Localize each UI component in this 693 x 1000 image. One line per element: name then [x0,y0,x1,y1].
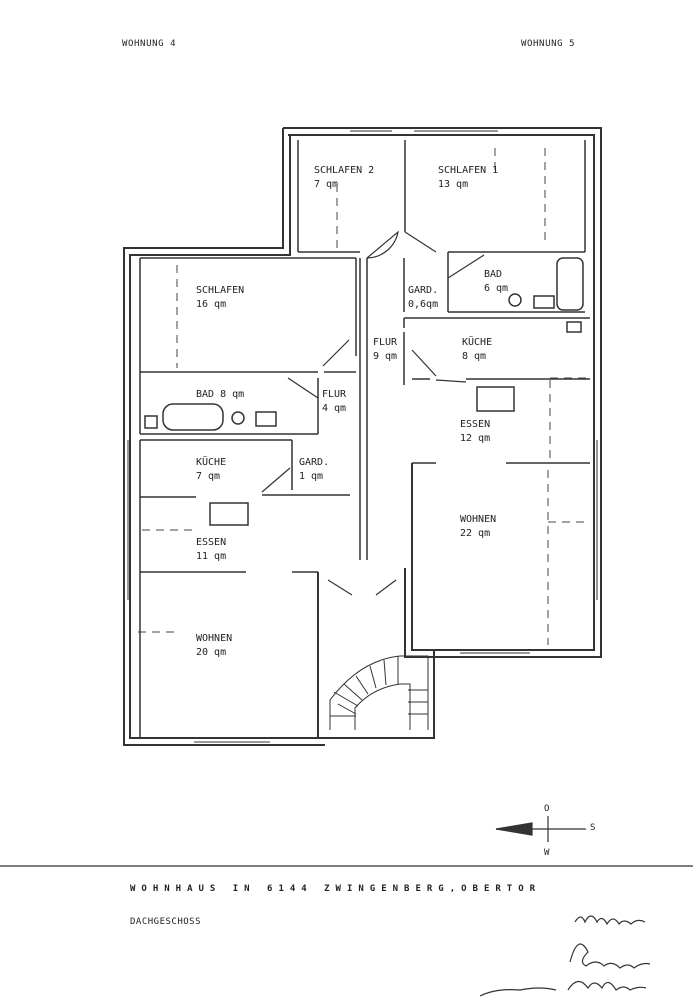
room-kueche-7: KÜCHE 7 qm [196,456,226,484]
windows [127,130,598,743]
header-left-label: WOHNUNG 4 [122,39,177,49]
room-area: 9 qm [373,351,398,362]
right-wall-outer [283,127,602,658]
staircase [329,655,429,730]
room-wohnen-22: WOHNEN 22 qm [460,513,496,541]
room-area: 1 qm [299,471,324,482]
room-name: KÜCHE [196,457,227,468]
compass-east-label: S [590,823,596,833]
floor-subtitle: DACHGESCHOSS [130,917,202,927]
door-swings [261,230,485,596]
room-area: 11 qm [196,551,227,562]
room-area: 6 qm [484,283,509,294]
room-name: ESSEN [460,419,491,430]
room-area: 16 qm [196,299,227,310]
room-name: ESSEN [196,537,227,548]
room-area: 7 qm [196,471,221,482]
left-wall-inner [129,135,320,739]
left-wall-outer [123,128,325,746]
room-area: 13 qm [438,179,469,190]
stair-wall [317,572,435,739]
room-schlafen-1: SCHLAFEN 1 13 qm [438,164,498,192]
outer-walls [123,127,602,746]
room-flur-9: FLUR 9 qm [373,336,397,364]
room-name: WOHNEN [196,633,233,644]
signature-marks [479,915,651,997]
room-essen-12: ESSEN 12 qm [460,418,490,446]
room-gard-06: GARD. 0,6qm [408,284,438,312]
room-name: FLUR [322,389,347,400]
room-area: 4 qm [322,403,347,414]
room-area: 7 qm [314,179,339,190]
room-area: 22 qm [460,528,491,539]
room-flur-4: FLUR 4 qm [322,388,346,416]
room-name: BAD [484,269,503,280]
room-name: BAD 8 qm [196,389,245,400]
room-area: 8 qm [462,351,487,362]
building-title: WOHNHAUS IN 6144 ZWINGENBERG,OBERTOR [130,884,542,894]
room-wohnen-20: WOHNEN 20 qm [196,632,232,660]
header-right-label: WOHNUNG 5 [521,39,576,49]
room-bad-6: BAD 6 qm [484,268,508,296]
room-area: 0,6qm [408,299,439,310]
room-area: 12 qm [460,433,491,444]
room-gard-1: GARD. 1 qm [299,456,329,484]
room-name: SCHLAFEN [196,285,245,296]
compass-south-label: W [544,848,550,858]
room-name: GARD. [299,457,330,468]
room-name: SCHLAFEN 1 [438,165,499,176]
compass-arrows [495,816,586,842]
room-area: 20 qm [196,647,227,658]
room-name: KÜCHE [462,337,493,348]
room-name: SCHLAFEN 2 [314,165,375,176]
room-bad-8: BAD 8 qm [196,388,244,402]
right-wall-inner [288,134,595,651]
compass-north-label: O [544,804,550,814]
room-essen-11: ESSEN 11 qm [196,536,226,564]
room-schlafen-16: SCHLAFEN 16 qm [196,284,244,312]
room-name: GARD. [408,285,439,296]
room-name: FLUR [373,337,398,348]
room-schlafen-2: SCHLAFEN 2 7 qm [314,164,374,192]
dashed-lines [138,148,590,645]
room-kueche-8: KÜCHE 8 qm [462,336,492,364]
room-name: WOHNEN [460,514,497,525]
interior-walls [139,140,590,738]
